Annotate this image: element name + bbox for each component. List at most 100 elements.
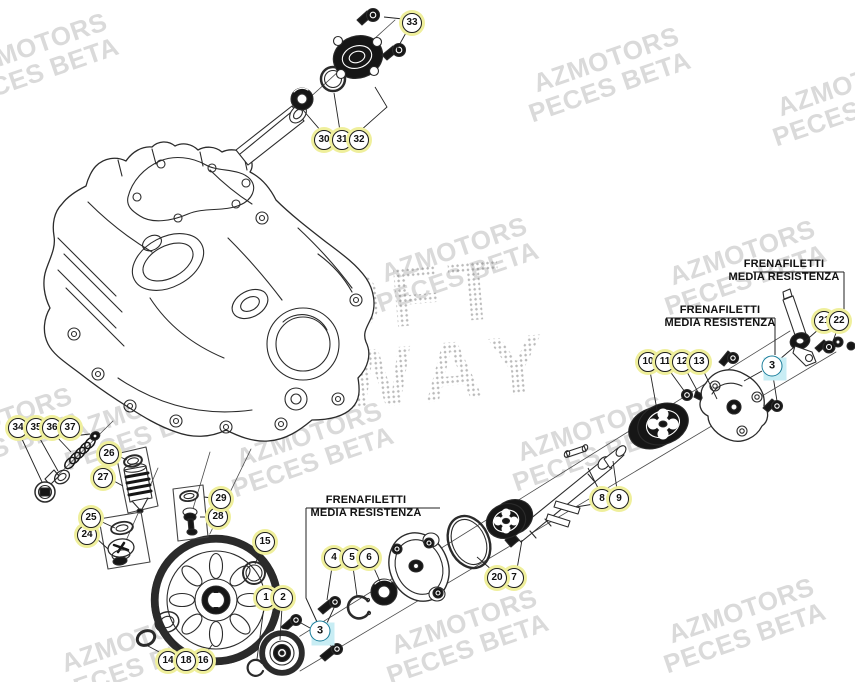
circlip-5-drawing [346, 595, 372, 620]
callout-4-leader [326, 566, 333, 601]
callout-1-leader [256, 606, 265, 660]
callout-4[interactable]: 4 [324, 548, 344, 568]
callout-13-leader [702, 369, 718, 400]
callout-22-leader [831, 329, 838, 345]
mounting-bolts-drawing [280, 595, 344, 662]
callout-25[interactable]: 25 [81, 508, 101, 528]
callout-11[interactable]: 11 [655, 352, 675, 372]
crankcase-bolt-bosses [67, 211, 363, 434]
callout-12[interactable]: 12 [672, 352, 692, 372]
callout-5-leader [352, 566, 358, 597]
callout-30[interactable]: 30 [314, 130, 334, 150]
callout-29-leader [203, 496, 213, 499]
callout-36[interactable]: 36 [42, 418, 62, 438]
inner-rotor-10-drawing [628, 402, 689, 450]
threadlock-line2: MEDIA RESISTENZA [310, 507, 422, 519]
clip-14-drawing [135, 629, 157, 647]
circlip-1-drawing [246, 658, 265, 677]
threadlock-note-rule [305, 508, 318, 623]
callout-3-leader [300, 622, 311, 629]
callout-24[interactable]: 24 [77, 525, 97, 545]
washer-18-drawing [154, 610, 180, 634]
callout-33[interactable]: 33 [402, 13, 422, 33]
callout-8-leader [587, 467, 600, 491]
washer-35-drawing [53, 469, 71, 485]
callout-37[interactable]: 37 [60, 418, 80, 438]
crankcase-drawing [43, 141, 375, 442]
callout-6-leader [372, 565, 383, 587]
pump-cover-13-drawing [699, 350, 784, 442]
callout-26-leader [117, 455, 128, 461]
small-gear-2-drawing [258, 629, 306, 677]
seal-30-drawing [290, 87, 314, 111]
callout-9-leader [612, 460, 618, 491]
callout-21-leader [801, 328, 820, 345]
callout-31-leader [333, 92, 341, 132]
threadlock-line2: MEDIA RESISTENZA [728, 271, 840, 283]
plug-34-drawing [34, 469, 60, 503]
callout-3[interactable]: 3 [761, 355, 783, 377]
callout-18-leader [167, 632, 184, 654]
callout-24-leader [95, 537, 109, 550]
callout-20-leader [476, 556, 493, 571]
callout-3-leader [743, 370, 763, 382]
callout-16[interactable]: 16 [193, 651, 213, 671]
bolts-33-drawing [356, 7, 407, 61]
callout-20[interactable]: 20 [487, 568, 507, 588]
pump-shaft-8-9-drawing [504, 444, 627, 548]
callout-3[interactable]: 3 [309, 620, 331, 642]
callout-22[interactable]: 22 [829, 311, 849, 331]
callout-29[interactable]: 29 [211, 489, 231, 509]
callout-34[interactable]: 34 [8, 418, 28, 438]
callout-33-leader [396, 30, 408, 50]
callout-27[interactable]: 27 [93, 468, 113, 488]
callout-2[interactable]: 2 [273, 588, 293, 608]
threadlock-line2: MEDIA RESISTENZA [664, 317, 776, 329]
piston-37-drawing [89, 431, 101, 441]
oil-arm-21-drawing [782, 288, 817, 367]
callout-18[interactable]: 18 [176, 651, 196, 671]
callout-2-leader [279, 606, 283, 641]
callout-15[interactable]: 15 [255, 532, 275, 552]
callout-14[interactable]: 14 [158, 651, 178, 671]
callout-28[interactable]: 28 [208, 507, 228, 527]
callout-1[interactable]: 1 [256, 588, 276, 608]
callout-15-leader [254, 549, 262, 565]
threadlock-line1: FRENAFILETTI [325, 494, 407, 506]
callout-26[interactable]: 26 [99, 444, 119, 464]
threadlock-line1: FRENAFILETTI [679, 304, 761, 316]
nut-11-drawing [680, 388, 694, 402]
oring-20-drawing [446, 514, 492, 570]
callout-13[interactable]: 13 [689, 352, 709, 372]
callout-34-leader [20, 436, 43, 483]
callout-9[interactable]: 9 [609, 489, 629, 509]
callout-8-leader [575, 503, 595, 508]
callout-3-leader [326, 607, 335, 624]
callout-10-leader [649, 370, 658, 411]
oring-15-drawing [242, 561, 266, 585]
plug-box-24-25-drawing [98, 511, 151, 570]
callout-36-leader [55, 435, 72, 453]
callout-33-leader [383, 16, 404, 20]
cover-32-drawing [332, 35, 384, 80]
pump-body-drawing [388, 532, 450, 602]
seal-6-drawing [370, 578, 398, 606]
callout-32[interactable]: 32 [349, 130, 369, 150]
filter-box-26-27-drawing [115, 446, 159, 514]
callout-7-leader [516, 539, 523, 570]
callout-6[interactable]: 6 [359, 548, 379, 568]
callout-35-leader [38, 436, 59, 472]
callout-7[interactable]: 7 [504, 568, 524, 588]
outer-rotor-7-drawing [485, 498, 534, 540]
callout-25-leader [99, 520, 116, 529]
callout-27-leader [111, 479, 124, 487]
valve-box-28-29-drawing [172, 484, 209, 542]
callout-12-leader [685, 369, 700, 395]
callout-11-leader [668, 369, 686, 393]
oil-tube-drawing [235, 104, 307, 166]
